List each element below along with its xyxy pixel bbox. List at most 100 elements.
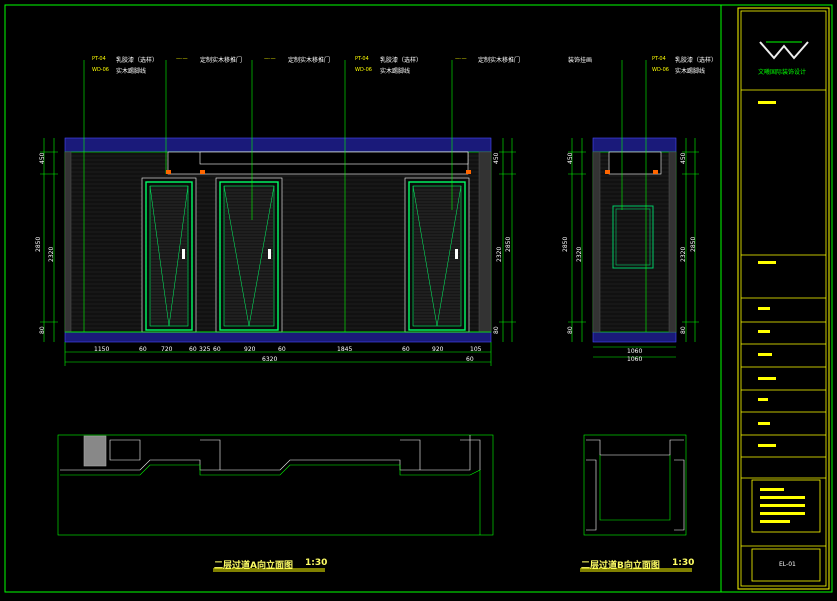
elevation-a [64,137,492,343]
door-group-a [141,177,470,333]
floor-band-a [64,331,492,343]
track-marker [166,170,171,174]
callout-b-painting: 装饰挂画 [568,57,593,64]
dim-a-left-2: 80 [39,326,46,334]
titleblock-field-bar [758,261,776,264]
dim-b-left-1: 2320 [576,246,583,262]
dim-a-right-0: 450 [493,152,500,164]
dim-a-h-3: 60 [189,346,197,353]
track-marker [605,170,610,174]
callout-code: WD-06 [355,67,372,73]
dim-a-total-right: 60 [466,356,474,363]
dim-a-left-0: 450 [39,152,46,164]
dim-a-h-10: 920 [432,346,444,353]
callout-code: —·— [176,56,188,62]
door-handle [182,249,185,259]
callout-text: 定制实木移推门 [288,57,331,64]
dim-b-right-2: 80 [680,326,687,334]
callout-code: —·— [455,56,467,62]
company-logo [759,41,809,60]
callout-text: 定制实木移推门 [478,57,521,64]
leaders-a [83,60,453,332]
dim-a-h-9: 60 [402,346,410,353]
dim-a-h-0: 1150 [94,346,110,353]
callout-b-text-1: 乳胶漆（选样） [675,57,718,64]
dim-b-left-total: 2850 [562,236,569,252]
outer-frame [4,4,833,593]
sliding-door [215,177,283,333]
callout-text: 定制实木移推门 [200,57,243,64]
dim-lines-b [568,60,699,358]
dim-b-right-1: 2320 [680,246,687,262]
callout-text: 乳胶漆（选样） [380,57,423,64]
callout-b-code-2: WD-06 [652,67,669,73]
elevation-b [592,137,677,343]
dim-a-h-7: 60 [278,346,286,353]
dim-b-bottom-1: 1060 [627,356,643,363]
titleblock-note-bar [760,520,790,523]
callout-b-code-1: PT-04 [652,56,666,62]
titleblock-field-bar [758,101,776,104]
dim-a-h-11: 105 [470,346,482,353]
titleblock-field-bar [758,353,772,356]
callout-code: PT-04 [92,56,106,62]
dim-lines-a [40,138,516,366]
sliding-door [404,177,470,333]
title-a-scale: 1:30 [305,558,328,568]
dim-a-right-total: 2850 [505,236,512,252]
wall-painting [612,205,654,269]
callout-code: PT-04 [355,56,369,62]
callout-text: 实木踢脚线 [116,68,147,75]
plan-b [583,434,687,536]
dim-b-right-0: 450 [680,152,687,164]
dim-a-h-2: 720 [161,346,173,353]
dim-a-left-1: 2320 [48,246,55,262]
titleblock-field-bar [758,444,776,447]
dim-a-h-1: 60 [139,346,147,353]
sliding-door [141,177,197,333]
titleblock-frame [737,7,830,590]
callout-text: 实木踢脚线 [380,68,411,75]
company-name: 文曦国际装饰设计 [758,69,807,76]
door-handle [455,249,458,259]
titleblock-field-bar [758,398,768,401]
dim-a-h-4: 325 [199,346,211,353]
door-handle [268,249,271,259]
dim-a-total: 6320 [262,356,278,363]
dim-a-h-8: 1845 [337,346,353,353]
titleblock-note-bar [760,496,805,499]
title-a-text: 二层过道A向立面图 [214,561,293,571]
callout-code: —·— [264,56,276,62]
plan-a [57,434,494,536]
callout-code: WD-06 [92,67,109,73]
dim-b-left-2: 80 [567,326,574,334]
track-marker [466,170,471,174]
ceiling-band-a [64,137,492,153]
dim-a-right-2: 80 [493,326,500,334]
dim-b-bottom-0: 1060 [627,348,643,355]
title-b-scale: 1:30 [672,558,695,568]
titleblock-note-bar [760,488,784,491]
callout-text: 乳胶漆（选样） [116,57,159,64]
callout-b-text-2: 实木踢脚线 [675,68,706,75]
title-underlines [213,568,692,572]
titleblock-note-bar [760,512,805,515]
dim-b-right-total: 2850 [690,236,697,252]
titleblock-rows [741,89,826,582]
sheet-number: EL-01 [779,561,796,568]
titleblock-field-bar [758,307,770,310]
titleblock-field-bar [758,377,776,380]
titleblock-field-bar [758,422,770,425]
dim-a-h-5: 60 [213,346,221,353]
dim-a-right-1: 2320 [496,246,503,262]
dim-a-left-total: 2850 [35,236,42,252]
dim-b-left-0: 450 [567,152,574,164]
titleblock-field-bar [758,330,770,333]
dim-a-h-6: 920 [244,346,256,353]
title-b-text: 二层过道B向立面图 [581,561,660,571]
titleblock-note-bar [760,504,805,507]
track-marker [200,170,205,174]
track-marker [653,170,658,174]
